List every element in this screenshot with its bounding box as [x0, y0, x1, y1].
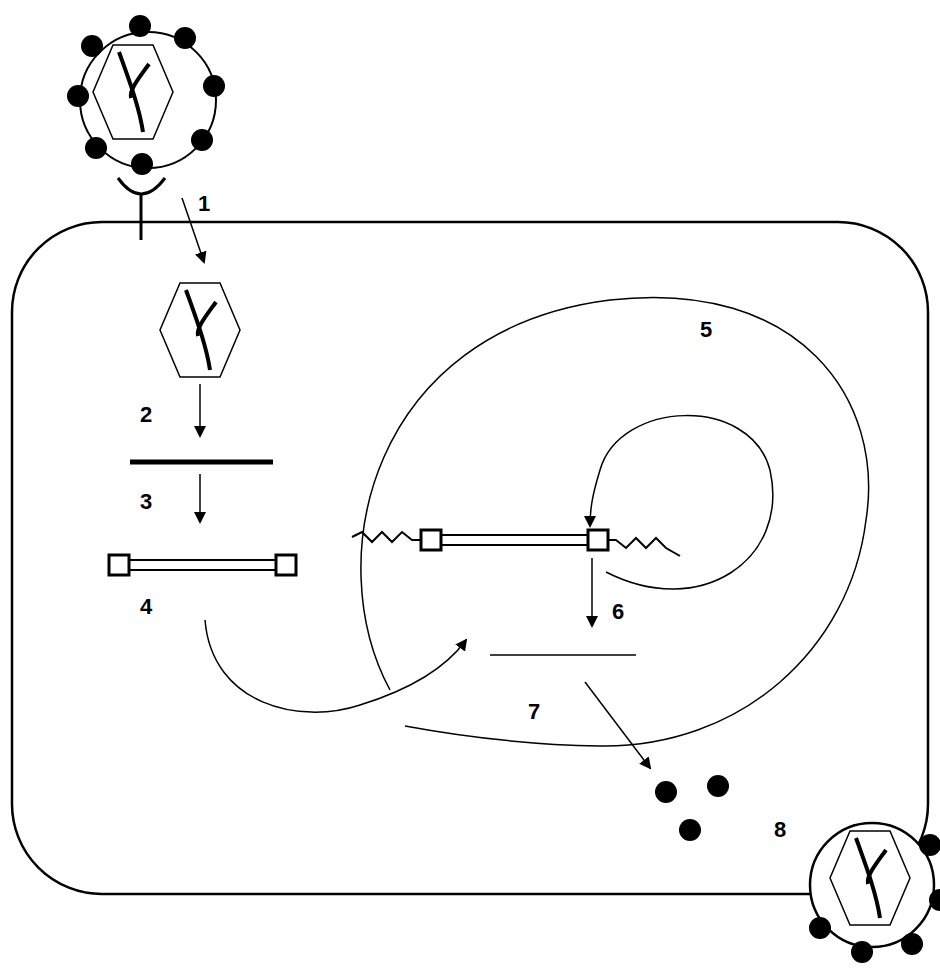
viral-protein	[655, 781, 677, 803]
callout-number: 3	[140, 490, 152, 514]
cell-membrane	[12, 222, 928, 894]
nucleus	[361, 297, 869, 746]
callout-number: 8	[774, 818, 786, 842]
callout-number: 2	[140, 403, 152, 427]
virion	[67, 15, 225, 175]
callout-number: 7	[528, 700, 540, 724]
proviral-dna	[109, 555, 296, 575]
callout-number: 5	[700, 318, 712, 342]
viral-protein	[707, 775, 729, 797]
viral-protein	[679, 819, 701, 841]
mrna	[490, 654, 636, 656]
callout-number: 6	[612, 600, 624, 624]
receptor	[118, 178, 165, 194]
viral-rna	[130, 460, 273, 465]
callout-number: 1	[198, 192, 210, 216]
integrated-provirus	[352, 530, 680, 556]
budding-virion	[809, 823, 940, 963]
callout-number: 4	[140, 595, 152, 619]
